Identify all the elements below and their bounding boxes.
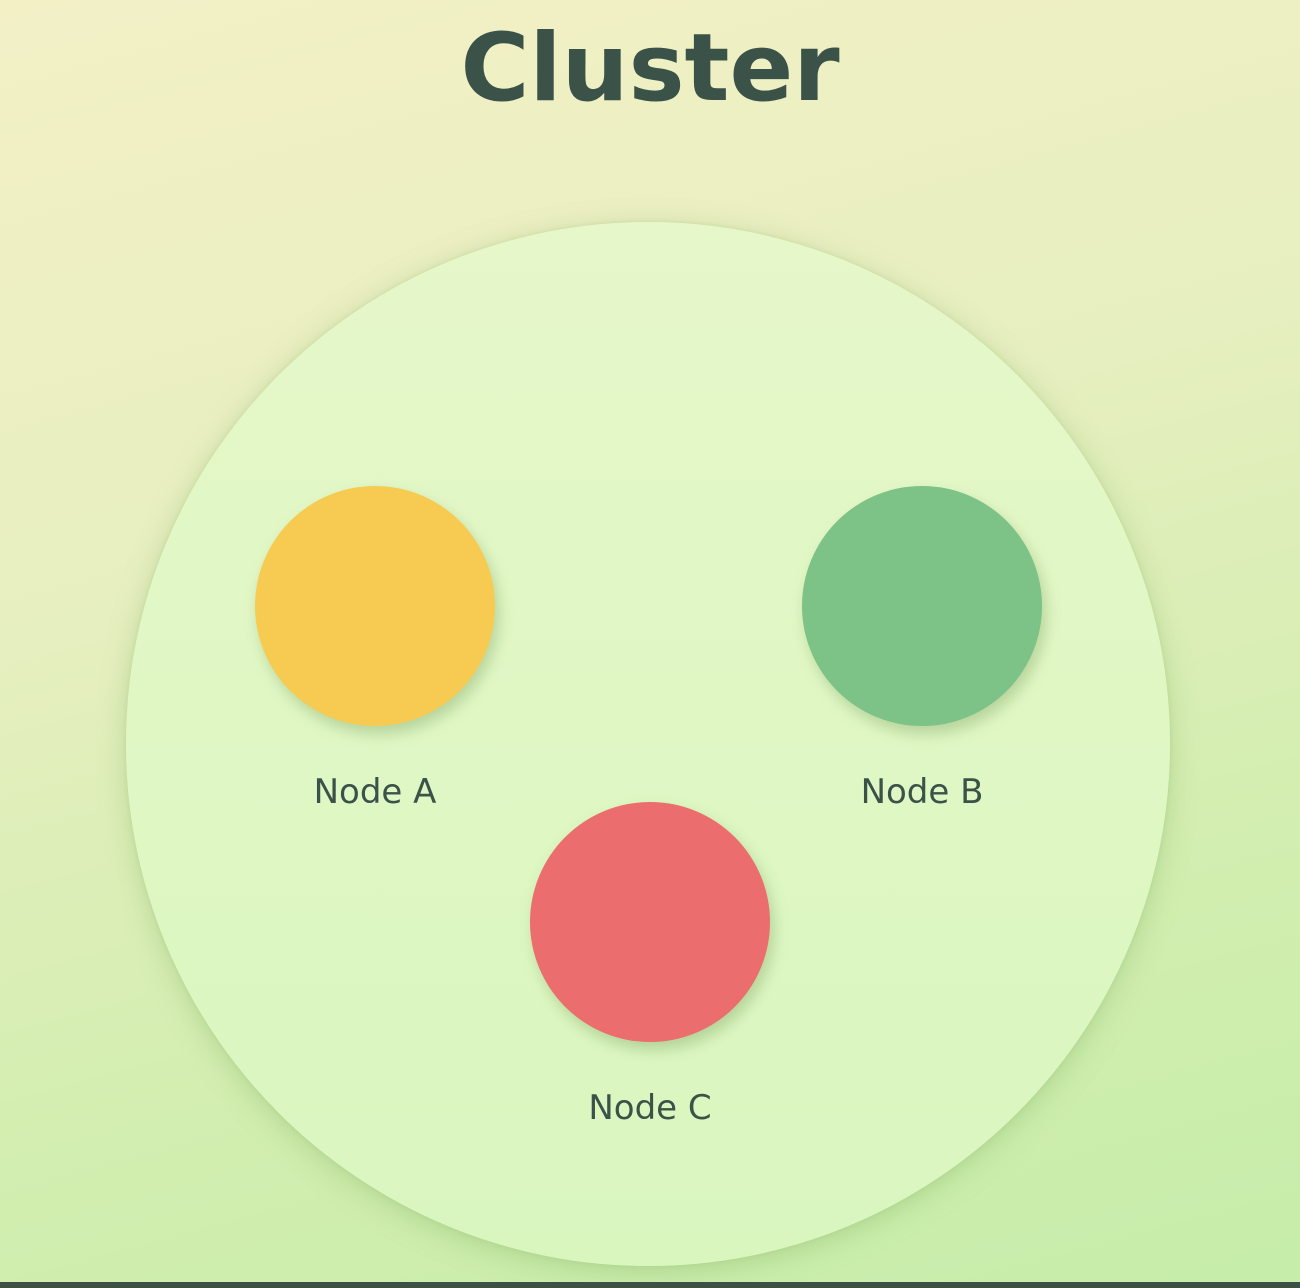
diagram-title: Cluster xyxy=(460,14,840,123)
node-a-circle[interactable] xyxy=(255,486,495,726)
cluster-circle xyxy=(126,222,1170,1266)
node-c-label: Node C xyxy=(588,1088,712,1128)
node-b-circle[interactable] xyxy=(802,486,1042,726)
bottom-border xyxy=(0,1282,1300,1288)
node-a-label: Node A xyxy=(313,772,437,812)
node-b-label: Node B xyxy=(860,772,984,812)
node-c-circle[interactable] xyxy=(530,802,770,1042)
